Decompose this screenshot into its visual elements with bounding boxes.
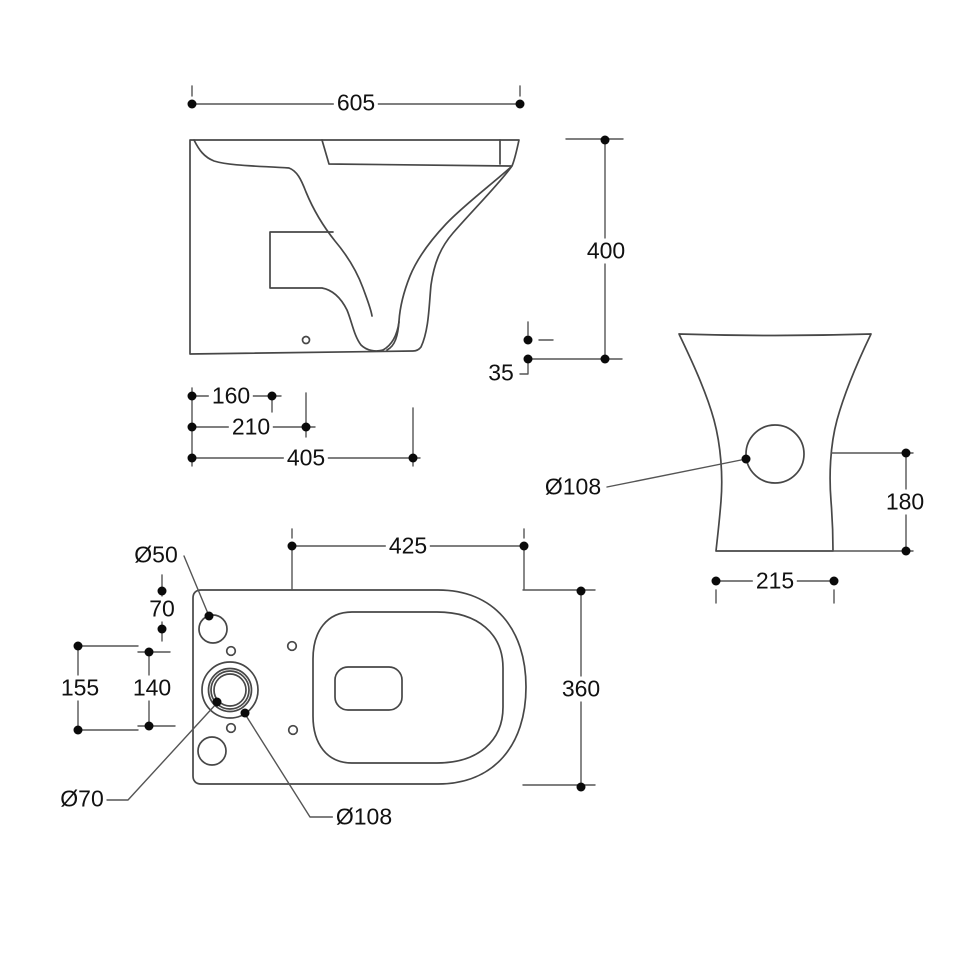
dimension-markers xyxy=(73,99,911,792)
side-fixing-hole xyxy=(303,337,310,344)
rear-view-drawing xyxy=(679,334,871,551)
dim-label-plan-width-360: 360 xyxy=(558,676,604,702)
rear-outlet-circle xyxy=(746,425,804,483)
plan-bowl-outline xyxy=(313,612,503,763)
dim-label-plan-length-425: 425 xyxy=(385,533,431,559)
side-view-drawing xyxy=(190,140,519,354)
side-seat-ledge xyxy=(322,140,511,166)
dim-label-seat-hole-dia-50: Ø50 xyxy=(131,542,181,568)
dim-label-fixing-160: 160 xyxy=(208,383,254,409)
plan-fixing-hole xyxy=(227,647,236,656)
dim-label-base-405: 405 xyxy=(283,445,329,471)
dim-label-overall-width-605: 605 xyxy=(333,90,379,116)
dim-label-outlet-height-35: 35 xyxy=(485,360,517,386)
plan-fixing-hole xyxy=(288,642,297,651)
dimension-lines xyxy=(78,86,913,817)
dim-label-rear-outlet-dia-108: Ø108 xyxy=(541,474,605,500)
side-outline xyxy=(190,140,519,354)
plan-outlet-rect xyxy=(335,667,402,710)
plan-fixing-hole xyxy=(289,726,298,735)
dim-label-seat-hole-offset-70: 70 xyxy=(146,596,178,622)
plan-seat-hole-top xyxy=(199,615,227,643)
dim-label-fixing-210: 210 xyxy=(228,414,274,440)
plan-body-outline xyxy=(193,590,526,784)
side-trap-recess xyxy=(270,232,399,351)
plan-inlet-circles xyxy=(202,662,258,718)
dim-label-plan-outlet-dia-108: Ø108 xyxy=(332,804,396,830)
dim-label-fixing-span-140: 140 xyxy=(129,675,175,701)
dim-label-inlet-dia-70: Ø70 xyxy=(57,786,107,812)
plan-seat-hole-bottom xyxy=(198,737,226,765)
dim-label-rear-height-180: 180 xyxy=(882,489,928,515)
rear-outline xyxy=(679,334,871,551)
dim-label-fixing-span-155: 155 xyxy=(57,675,103,701)
dim-label-overall-height-400: 400 xyxy=(583,238,629,264)
plan-fixing-hole xyxy=(227,724,236,733)
dim-label-rear-width-215: 215 xyxy=(752,568,798,594)
plan-view-drawing xyxy=(193,590,526,784)
side-trapway-curve xyxy=(194,140,372,316)
side-bowl-rear-curve xyxy=(387,167,511,350)
